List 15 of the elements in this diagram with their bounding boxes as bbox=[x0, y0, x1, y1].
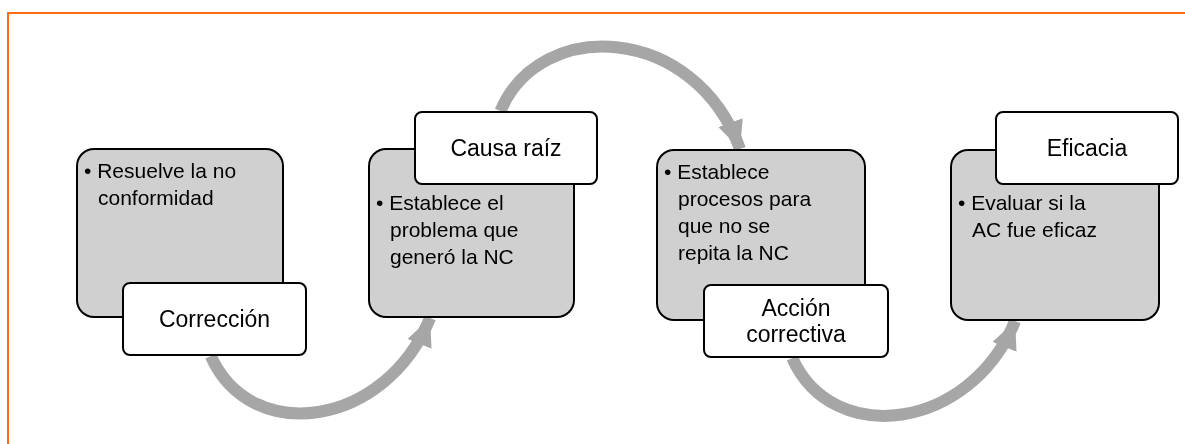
bullet-text: • Evaluar si la AC fue eficaz bbox=[958, 190, 1098, 243]
title-box bbox=[414, 111, 598, 185]
bullet-text: • Resuelve la no conformidad bbox=[84, 158, 238, 211]
step-title: Causa raíz bbox=[450, 134, 562, 162]
title-box bbox=[122, 282, 307, 356]
title-box bbox=[995, 111, 1179, 185]
step-title: Corrección bbox=[158, 305, 271, 333]
bullet-text: • Establece procesos para que no se repita la NC bbox=[664, 159, 813, 266]
step-title: Eficacia bbox=[1046, 134, 1128, 162]
title-box bbox=[703, 284, 889, 358]
curved-arrow bbox=[495, 40, 746, 152]
curved-arrow bbox=[787, 318, 1021, 422]
curved-arrow bbox=[205, 315, 436, 420]
bullet-text: • Establece el problema que generó la NC bbox=[376, 190, 520, 270]
step-title: Acción correctiva bbox=[745, 294, 847, 348]
